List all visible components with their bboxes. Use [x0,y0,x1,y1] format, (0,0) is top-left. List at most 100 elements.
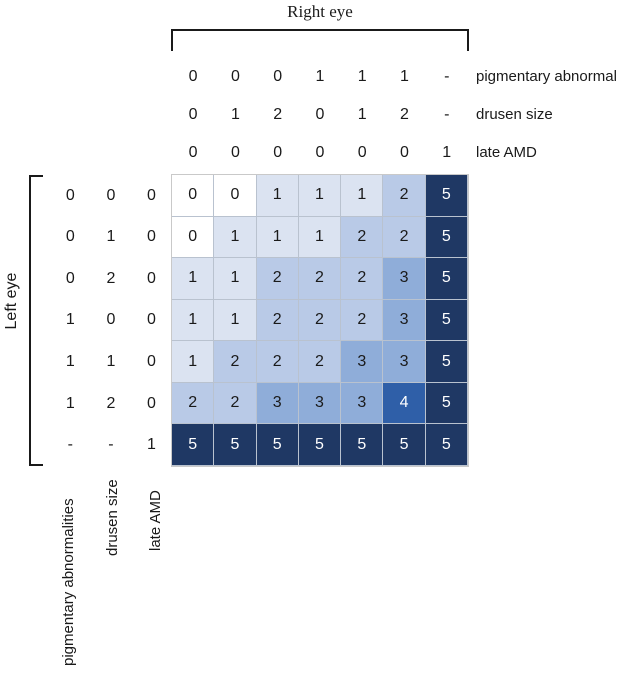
row-header-row: 0 1 0 [50,217,172,259]
row-header-code: 1 [106,353,116,371]
column-header-label: pigmentary abnormal [476,68,617,85]
row-header-code: 1 [65,394,75,412]
heatmap-cell: 5 [425,424,468,466]
heatmap-cell: 5 [425,216,468,259]
column-header-code: 0 [230,68,240,85]
heatmap-cell: 1 [172,341,215,383]
heatmap-cell: 0 [172,175,215,217]
column-header-code: 1 [357,106,367,123]
row-header-code: 2 [106,269,116,287]
row-header-code: 0 [147,394,156,412]
column-header-code: 0 [357,144,367,161]
column-header-code: 0 [188,144,198,161]
heatmap-cell: 4 [383,382,426,425]
column-header-row: 0 0 0 1 1 1 - pigmentary abnormal [172,58,617,96]
heatmap-cell: 3 [341,382,384,425]
heatmap-cell: 1 [298,175,342,217]
heatmap-cell: 0 [172,216,215,259]
heatmap-cell: 2 [341,299,384,342]
row-header-code: 0 [65,228,75,246]
heatmap-cell: 5 [383,424,426,466]
column-header-code: 0 [188,106,198,123]
heatmap-cell: 1 [298,216,342,259]
column-header-label: late AMD [476,144,537,161]
left-eye-bracket [29,175,43,466]
row-header-row: 1 2 0 [50,383,172,425]
column-header-code: 0 [273,68,283,85]
heatmap-cell: 2 [172,382,215,425]
column-header-code: 0 [315,144,325,161]
column-header-code: 0 [273,144,283,161]
row-header-code: 1 [106,228,116,246]
column-header-code: 1 [400,68,409,85]
heatmap-cell: 0 [214,175,257,217]
row-header-row: 1 1 0 [50,341,172,383]
column-header-label: drusen size [476,106,553,123]
row-header-code: 1 [147,436,156,454]
column-header-code: 0 [188,68,198,85]
heatmap-cell: 5 [425,258,468,300]
heatmap-cell: 2 [341,216,384,259]
column-header-code: 0 [400,144,409,161]
row-header-code: 0 [147,311,156,329]
heatmap-cell: 1 [256,175,299,217]
heatmap-cell: 3 [298,382,342,425]
heatmap-cell: 2 [383,216,426,259]
row-header-code: 0 [147,269,156,287]
heatmap-cell: 5 [298,424,342,466]
row-header-code: 0 [65,269,75,287]
heatmap-cell: 5 [214,424,257,466]
row-header-code: 0 [147,186,156,204]
heatmap-cell: 3 [383,258,426,300]
heatmap-cell: 1 [214,299,257,342]
row-header-code: 1 [65,353,75,371]
column-header-code: 1 [230,106,240,123]
row-header-row: --1 [50,424,172,466]
column-header-code: - [444,68,450,85]
row-header-code: 0 [106,311,116,329]
heatmap-cell: 1 [256,216,299,259]
heatmap-cell: 5 [341,424,384,466]
column-header-code: 1 [357,68,367,85]
row-header-code: 0 [147,228,156,246]
heatmap-cell: 5 [425,175,468,217]
heatmap-cell: 2 [214,382,257,425]
row-header-label-pigmentary-abnormalities: pigmentary abnormalities [60,498,77,666]
column-header-code: 1 [315,68,325,85]
heatmap-cell: 5 [256,424,299,466]
heatmap-cell: 2 [256,258,299,300]
row-header-code: - [67,436,73,454]
heatmap-cell: 1 [214,258,257,300]
column-header-code: - [444,106,450,123]
heatmap-cell: 5 [172,424,215,466]
right-eye-axis-title: Right eye [287,2,353,21]
row-header-code: 0 [65,186,75,204]
row-header-row: 0 2 0 [50,258,172,300]
column-header-code: 2 [273,106,283,123]
heatmap-cell: 2 [298,299,342,342]
heatmap-cell: 5 [425,341,468,383]
heatmap-cell: 5 [425,299,468,342]
column-header-code: 0 [230,144,240,161]
row-header-row: 1 0 0 [50,300,172,342]
heatmap-cell: 3 [256,382,299,425]
row-header-code: 1 [65,311,75,329]
heatmap-cell: 2 [256,341,299,383]
heatmap-cell: 2 [256,299,299,342]
row-header-code: 2 [106,394,116,412]
heatmap-cell: 3 [383,341,426,383]
row-header-code: 0 [147,353,156,371]
heatmap-cell: 2 [341,258,384,300]
heatmap-cell: 2 [383,175,426,217]
heatmap-cell: 1 [172,299,215,342]
heatmap-cell: 3 [341,341,384,383]
heatmap-cell: 2 [298,258,342,300]
row-header-label-drusen-size: drusen size [104,479,121,556]
heatmap-cell: 1 [341,175,384,217]
